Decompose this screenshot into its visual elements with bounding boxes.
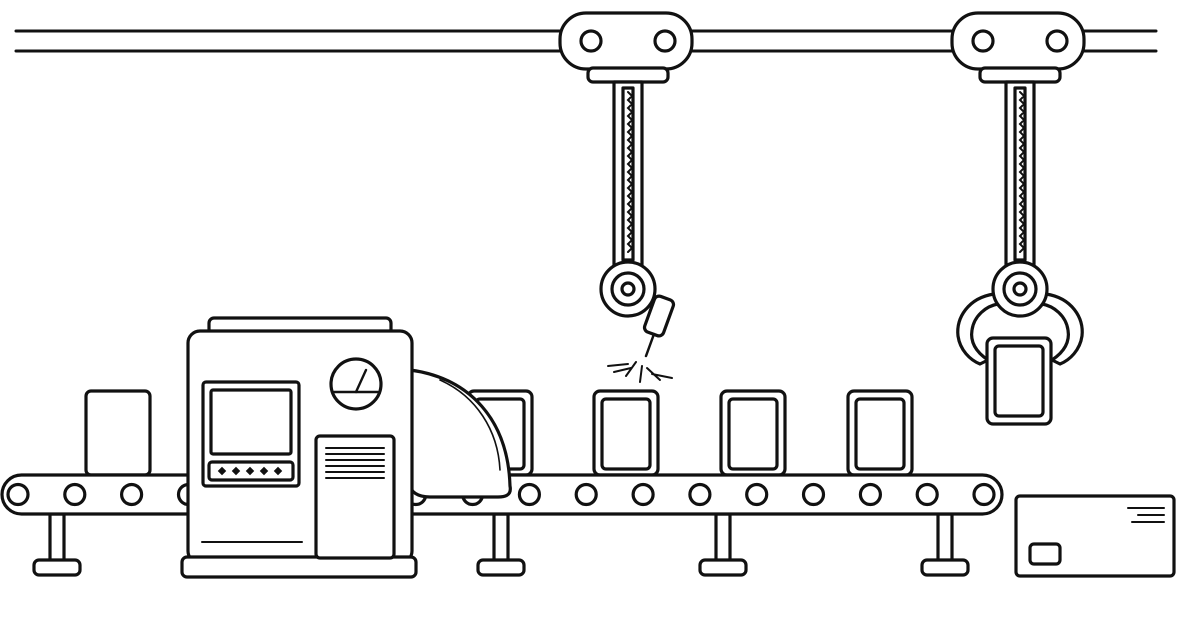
product-box-processed bbox=[846, 389, 914, 477]
machine-hood-cover bbox=[408, 368, 512, 499]
product-box-processed bbox=[592, 389, 660, 477]
gripper-robot-arm bbox=[956, 80, 1084, 366]
welding-robot-arm bbox=[599, 80, 676, 358]
held-product-box bbox=[985, 336, 1053, 426]
conveyor-roller bbox=[688, 482, 712, 507]
conveyor-roller bbox=[801, 482, 826, 507]
conveyor-leg bbox=[32, 512, 82, 577]
conveyor-roller bbox=[745, 482, 769, 507]
conveyor-roller bbox=[858, 482, 883, 507]
conveyor-roller bbox=[517, 482, 542, 507]
control-machine bbox=[180, 316, 418, 579]
machine-screen bbox=[201, 380, 301, 488]
conveyor-roller bbox=[63, 482, 87, 507]
machine-door-vent bbox=[314, 434, 396, 560]
shipping-crate bbox=[1014, 494, 1176, 578]
conveyor-leg bbox=[920, 512, 970, 577]
conveyor-roller bbox=[915, 482, 939, 507]
spark-icon bbox=[607, 361, 673, 383]
conveyor-roller bbox=[574, 482, 598, 507]
rail-trolley-gripper bbox=[950, 11, 1086, 84]
conveyor-roller bbox=[120, 482, 144, 507]
conveyor-roller bbox=[631, 482, 655, 507]
conveyor-roller bbox=[6, 482, 30, 507]
screen-button-row bbox=[217, 466, 283, 476]
product-box-processed bbox=[719, 389, 787, 477]
product-box-unprocessed bbox=[84, 389, 152, 477]
gauge-icon bbox=[329, 357, 383, 411]
conveyor-leg bbox=[476, 512, 526, 577]
conveyor-roller bbox=[972, 482, 996, 507]
conveyor-leg bbox=[698, 512, 748, 577]
rail-trolley-welder bbox=[558, 11, 694, 84]
conveyor-legs bbox=[32, 512, 970, 577]
